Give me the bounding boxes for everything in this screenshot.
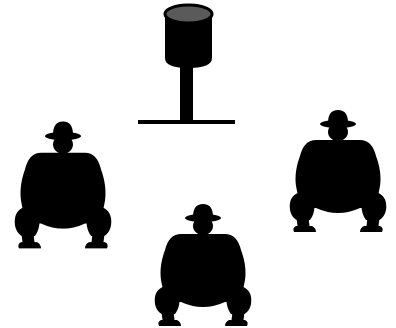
cylinder-on-post-icon (138, 5, 235, 124)
cylinder-top (165, 5, 212, 23)
crouching-figure-right-icon (290, 110, 387, 232)
crouching-figure-center-icon (155, 204, 252, 326)
post-stem (180, 64, 193, 122)
crouching-figure-left-icon (15, 122, 112, 249)
